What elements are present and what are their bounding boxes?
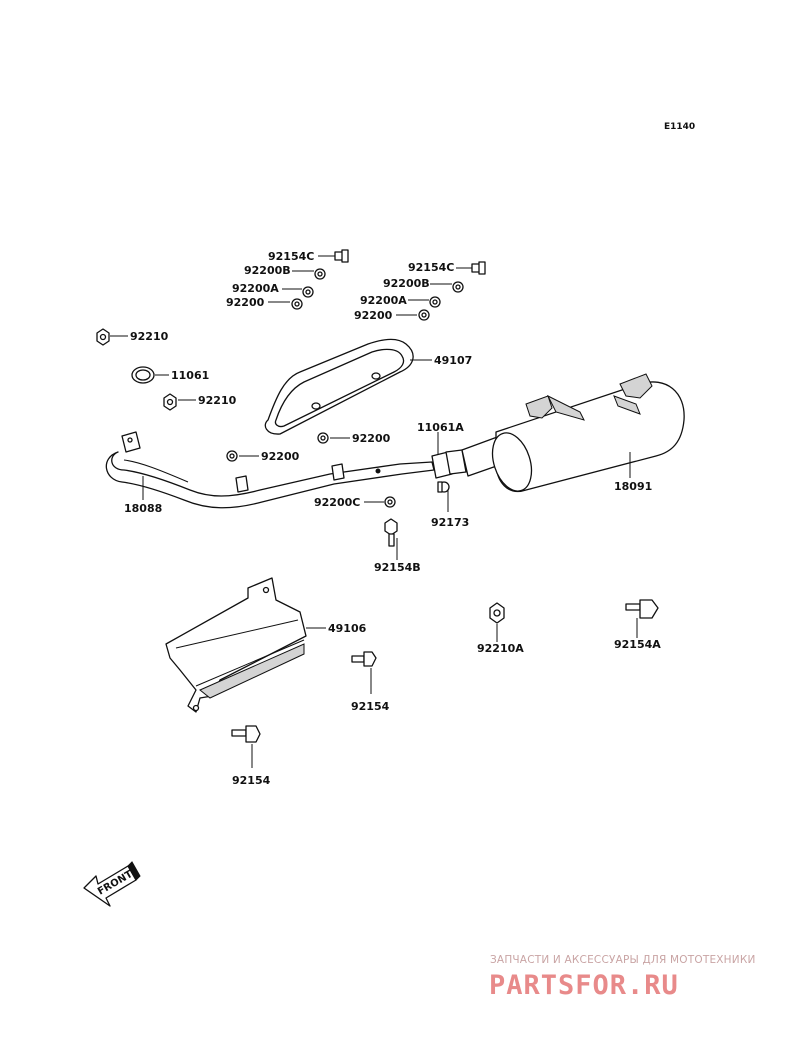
- label-49106: 49106: [328, 622, 367, 635]
- label-92200a-left: 92200A: [232, 282, 279, 295]
- label-92210-mid: 92210: [198, 394, 237, 407]
- label-92154-lower: 92154: [232, 774, 271, 787]
- gasket-11061[interactable]: [131, 366, 169, 384]
- label-92200-left: 92200: [226, 296, 265, 309]
- washer-92200-left[interactable]: [268, 298, 303, 310]
- washer-92200c[interactable]: [364, 496, 396, 508]
- label-92173: 92173: [431, 516, 469, 529]
- bolt-92154c-right[interactable]: [456, 261, 486, 275]
- diagram-code: E1140: [664, 122, 695, 132]
- washer-92200-right[interactable]: [396, 309, 430, 321]
- bolt-92154b[interactable]: [384, 518, 398, 560]
- heat-shield-49107[interactable]: [264, 338, 432, 435]
- washer-92200-mid[interactable]: [317, 432, 350, 444]
- clamp-11061a[interactable]: [431, 432, 467, 479]
- label-92200b-right: 92200B: [383, 277, 430, 290]
- label-11061: 11061: [171, 369, 209, 382]
- bolt-92154-upper[interactable]: [351, 651, 377, 694]
- heat-guard-49106[interactable]: [165, 577, 326, 713]
- bolt-92154c-left[interactable]: [318, 249, 349, 263]
- watermark-logo: PARTSFOR.RU: [489, 970, 679, 1001]
- label-18088: 18088: [124, 502, 162, 515]
- watermark: ЗАПЧАСТИ И АКСЕССУАРЫ ДЛЯ МОТОТЕХНИКИ PA…: [489, 954, 756, 1001]
- label-92200-mid: 92200: [352, 432, 391, 445]
- nut-92210a[interactable]: [489, 602, 505, 642]
- nut-92210-mid[interactable]: [163, 393, 196, 411]
- label-92200b-left: 92200B: [244, 264, 291, 277]
- washer-92200a-right[interactable]: [408, 296, 441, 308]
- label-18091: 18091: [614, 480, 652, 493]
- label-92154b: 92154B: [374, 561, 421, 574]
- label-92200a-right: 92200A: [360, 294, 407, 307]
- front-arrow-icon: FRONT: [83, 861, 141, 907]
- label-92154c-left: 92154C: [268, 250, 314, 263]
- label-49107: 49107: [434, 354, 472, 367]
- washer-92200b-left[interactable]: [292, 268, 326, 280]
- muffler-18091[interactable]: [461, 373, 685, 496]
- bolt-92154-lower[interactable]: [231, 725, 261, 768]
- label-92154c-right: 92154C: [408, 261, 454, 274]
- bolt-92154a[interactable]: [625, 599, 659, 638]
- clamp-bolt-92173[interactable]: [437, 481, 450, 512]
- label-92154-upper: 92154: [351, 700, 390, 713]
- label-92200-right: 92200: [354, 309, 393, 322]
- nut-92210-top[interactable]: [96, 328, 128, 346]
- label-92210-top: 92210: [130, 330, 169, 343]
- label-11061a: 11061A: [417, 421, 464, 434]
- label-92200-low: 92200: [261, 450, 300, 463]
- washer-92200b-right[interactable]: [430, 281, 464, 293]
- watermark-tagline: ЗАПЧАСТИ И АКСЕССУАРЫ ДЛЯ МОТОТЕХНИКИ: [490, 954, 756, 966]
- label-92154a: 92154A: [614, 638, 661, 651]
- label-92200c: 92200C: [314, 496, 360, 509]
- washer-92200-low[interactable]: [226, 450, 259, 462]
- label-92210a: 92210A: [477, 642, 524, 655]
- washer-92200a-left[interactable]: [282, 286, 314, 298]
